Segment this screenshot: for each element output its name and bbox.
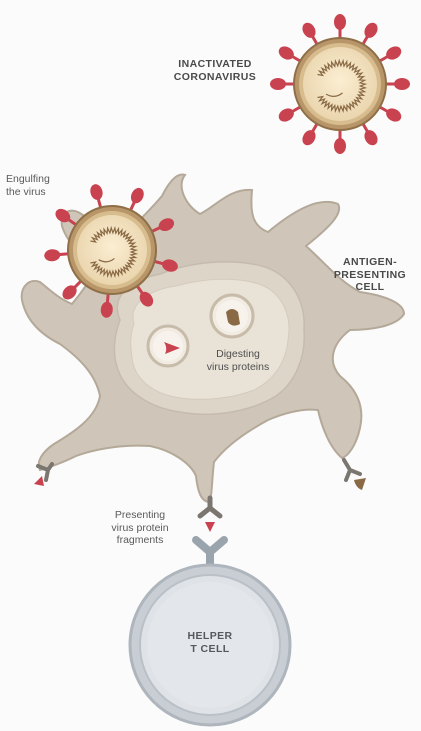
- spike-protein: [364, 130, 378, 146]
- spike-protein: [44, 249, 61, 262]
- label-presenting-fragments: Presenting virus protein fragments: [111, 509, 169, 547]
- spike-protein: [130, 187, 144, 204]
- receptor-bottom: [197, 495, 223, 532]
- virus-core: [303, 47, 377, 121]
- spike-protein: [278, 46, 294, 60]
- spike-protein: [139, 291, 154, 307]
- receptor-right: [342, 458, 366, 490]
- label-digesting-virus-proteins: Digesting virus proteins: [206, 348, 270, 373]
- spike-protein: [270, 78, 286, 90]
- spike-protein: [302, 22, 316, 38]
- spike-protein: [62, 285, 77, 300]
- helper-t-cell: [128, 536, 292, 727]
- spike-protein: [90, 184, 103, 200]
- engulfed-virus: [44, 184, 178, 318]
- spike-protein: [162, 259, 178, 272]
- vesicle-left: [146, 324, 190, 368]
- spike-protein: [100, 301, 113, 318]
- inactivated-coronavirus: [270, 14, 410, 154]
- fragment-left: [34, 476, 44, 486]
- fragment-right: [354, 478, 366, 490]
- spike-protein: [302, 130, 316, 146]
- label-helper-t-cell: HELPER T CELL: [187, 630, 233, 655]
- spike-protein: [386, 46, 402, 60]
- label-inactivated-coronavirus: INACTIVATED CORONAVIRUS: [173, 58, 257, 83]
- spike-protein: [55, 208, 71, 223]
- rna-strand: [90, 225, 139, 279]
- rna-tail: [325, 92, 343, 97]
- protein-fragment-red: [164, 342, 180, 354]
- spike-protein: [394, 78, 410, 90]
- rna-strand: [317, 58, 368, 114]
- spike-protein: [334, 14, 346, 30]
- spike-protein: [334, 138, 346, 154]
- spike-protein: [158, 218, 175, 232]
- label-antigen-presenting-cell: ANTIGEN- PRESENTING CELL: [333, 256, 407, 294]
- rna-tail: [98, 257, 115, 263]
- label-engulfing-virus: Engulfing the virus: [6, 173, 50, 198]
- spike-protein: [278, 108, 294, 122]
- spike-protein: [386, 108, 402, 122]
- protein-fragment-brown: [226, 309, 240, 326]
- vesicle-right: [209, 293, 255, 339]
- receptor-left: [34, 462, 54, 486]
- spike-protein: [364, 22, 378, 38]
- fragment-bottom: [205, 522, 215, 532]
